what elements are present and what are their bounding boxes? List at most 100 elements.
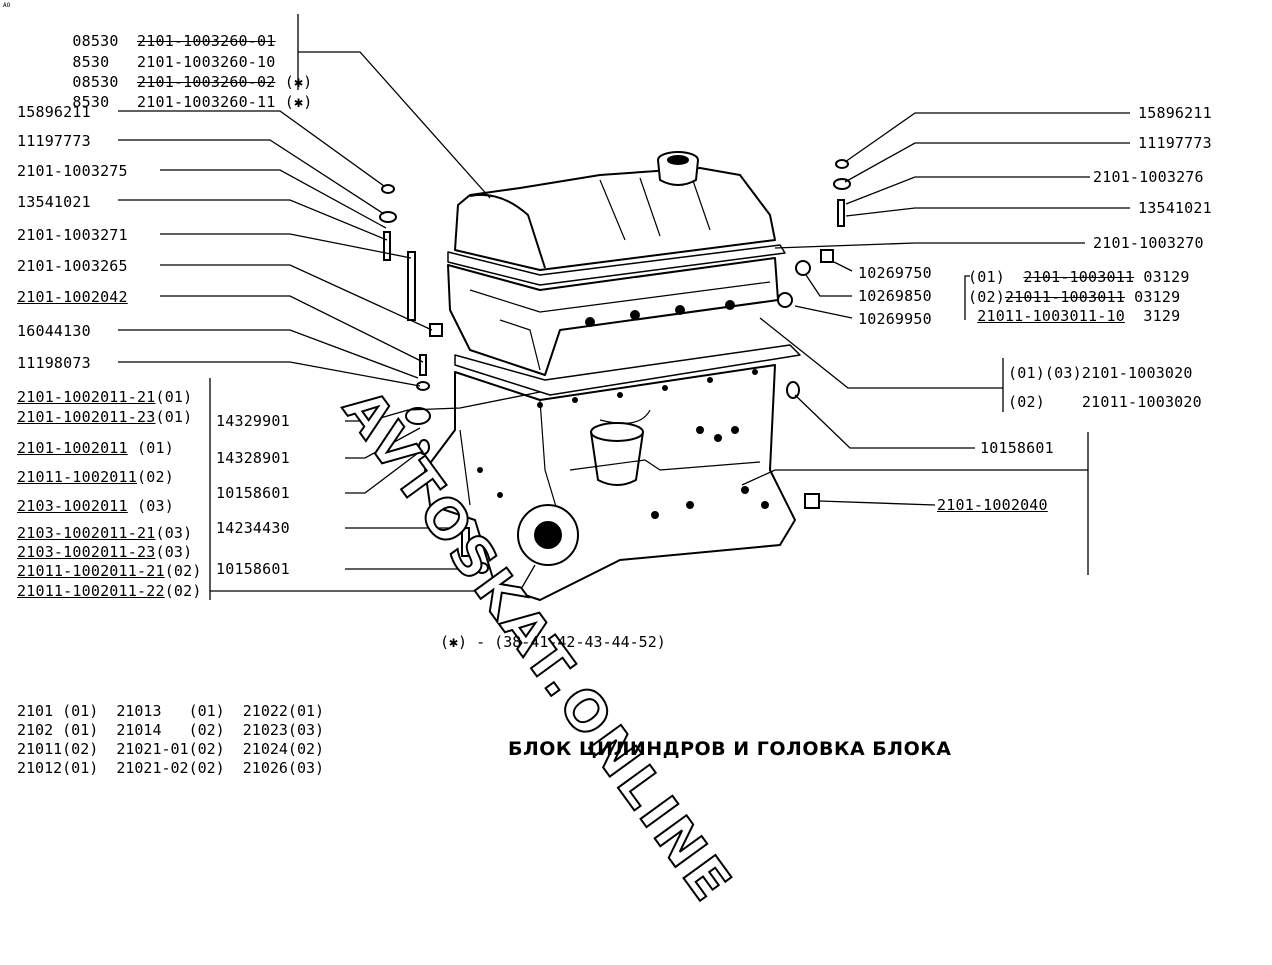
part-label-2101-1002040[interactable]: 2101-1002040: [937, 496, 1048, 514]
block-variant-row: 2101-1002011 (01): [17, 439, 174, 457]
block-variant: (01): [155, 388, 193, 406]
seal-14329901: [405, 407, 431, 425]
part-label-10158601[interactable]: 10158601: [216, 484, 290, 502]
gasket-part[interactable]: 2101-1003260-11: [137, 93, 276, 111]
head-assembly-part[interactable]: 21011-1003020: [1081, 393, 1202, 411]
part-label-13541021[interactable]: 13541021: [17, 193, 91, 211]
block-variant: (03): [155, 524, 193, 542]
block-variant-row: 2101-1002011-21(01): [17, 388, 192, 406]
part-label-11197773[interactable]: 11197773: [17, 132, 91, 150]
part-label-10158601-right[interactable]: 10158601: [980, 439, 1054, 457]
part-label-15896211[interactable]: 15896211: [17, 103, 91, 121]
block-variant: (02): [164, 562, 202, 580]
head-part[interactable]: 21011-1003011: [1004, 288, 1125, 306]
gasket-part[interactable]: 2101-1003260-01: [137, 32, 276, 50]
block-variant-row: 2103-1002011-21(03): [17, 524, 192, 542]
block-part[interactable]: 2103-1002011: [17, 497, 128, 515]
bolt-16044130: [419, 354, 427, 376]
head-suffix: 03129: [1143, 268, 1190, 286]
gasket-code: 8530: [72, 93, 110, 111]
gasket-row: 8530 2101-1003260-11 (✱): [17, 75, 312, 129]
page-title: БЛОК ЦИЛИНДРОВ И ГОЛОВКА БЛОКА: [508, 738, 952, 760]
part-label-15896211-right[interactable]: 15896211: [1138, 104, 1212, 122]
part-label-11197773-right[interactable]: 11197773: [1138, 134, 1212, 152]
crankshaft-seal-inner: [534, 521, 562, 549]
part-label-2101-1003270[interactable]: 2101-1003270: [1093, 234, 1204, 252]
head-assembly-part[interactable]: 2101-1003020: [1081, 364, 1193, 382]
gasket-part[interactable]: 2101-1003260-10: [137, 53, 276, 71]
exploded-parts: [379, 159, 851, 574]
part-label-16044130[interactable]: 16044130: [17, 322, 91, 340]
block-variant-row: 2103-1002011-23(03): [17, 543, 192, 561]
block-variant: (01): [127, 439, 174, 457]
leader-lines: [118, 14, 1130, 600]
block-part[interactable]: 21011-1002011: [17, 468, 137, 486]
head-part[interactable]: 2101-1003011: [1023, 268, 1135, 286]
block-variant-row: 21011-1002011-22(02): [17, 582, 202, 600]
block-variant-row: 21011-1002011(02): [17, 468, 174, 486]
block-part[interactable]: 21011-1002011-22: [17, 582, 165, 600]
part-label-14234430[interactable]: 14234430: [216, 519, 290, 537]
head-part[interactable]: 21011-1003011-10: [977, 307, 1125, 325]
block-variant-row: 2103-1002011 (03): [17, 497, 174, 515]
block-detail-lines: [459, 399, 761, 521]
part-label-2101-1003275[interactable]: 2101-1003275: [17, 162, 128, 180]
part-label-13541021-right[interactable]: 13541021: [1138, 199, 1212, 217]
model-cell: 21012(01): [17, 759, 99, 777]
part-label-10269850[interactable]: 10269850: [858, 287, 932, 305]
head-variant: (02): [968, 288, 1005, 306]
cap-10269850: [795, 260, 811, 276]
head-suffix: 03129: [1134, 288, 1181, 306]
long-bolt-left: [407, 251, 416, 321]
part-label-2101-1003271[interactable]: 2101-1003271: [17, 226, 128, 244]
block-part[interactable]: 2101-1002011-21: [17, 388, 156, 406]
model-cell: 21014 (02): [116, 721, 225, 739]
head-variant: (01): [968, 268, 1005, 286]
head-row: (01) 2101-1003011 03129: [968, 268, 1190, 286]
block-bolt-holes: [477, 369, 769, 519]
model-cell: 21026(03): [242, 759, 325, 777]
part-label-10269750[interactable]: 10269750: [858, 264, 932, 282]
part-label-2101-1003276[interactable]: 2101-1003276: [1093, 168, 1204, 186]
models-row: 2102 (01) 21014 (02) 21023(03): [17, 721, 324, 740]
part-label-14328901[interactable]: 14328901: [216, 449, 290, 467]
cylinder-bore-body: [590, 431, 644, 486]
part-label-2101-1002042[interactable]: 2101-1002042: [17, 288, 128, 306]
part-label-14329901[interactable]: 14329901: [216, 412, 290, 430]
gasket-part[interactable]: 2101-1003260-02: [137, 73, 276, 91]
engine-drawing: [424, 151, 801, 601]
nut-left: [381, 184, 395, 194]
block-part[interactable]: 21011-1002011-21: [17, 562, 165, 580]
plug-10158601-b: [475, 562, 489, 574]
cap-10269950: [777, 292, 793, 308]
bolt-14234430: [461, 527, 470, 557]
head-studs: [585, 300, 735, 327]
oil-filler-neck-body: [657, 159, 699, 186]
gasket-note: (✱): [284, 73, 313, 91]
part-label-2101-1003265[interactable]: 2101-1003265: [17, 257, 128, 275]
valve-cover-ridge: [469, 193, 546, 269]
bushing-left: [429, 323, 443, 337]
block-variant: (01): [155, 408, 193, 426]
model-cell: 21021-01(02): [116, 740, 225, 758]
models-row: 2101 (01) 21013 (01) 21022(01): [17, 702, 324, 721]
model-cell: 21021-02(02): [116, 759, 225, 777]
block-part[interactable]: 2101-1002011-23: [17, 408, 156, 426]
gasket-row: 08530 2101-1003260-01: [17, 14, 275, 68]
head-detail-lines: [469, 281, 771, 371]
cylinder-block: [424, 364, 796, 601]
gasket-row: 8530 2101-1003260-10: [17, 35, 276, 89]
block-part[interactable]: 2101-1002011: [17, 439, 128, 457]
model-cell: 2102 (01): [17, 721, 99, 739]
cylinder-head: [447, 257, 779, 376]
cover-gasket: [447, 244, 786, 286]
gasket-note: (✱): [284, 93, 313, 111]
part-label-10269950[interactable]: 10269950: [858, 310, 932, 328]
washer-left: [379, 211, 397, 223]
cylinder-bore: [590, 422, 644, 442]
part-label-11198073[interactable]: 11198073: [17, 354, 91, 372]
block-part[interactable]: 2103-1002011-23: [17, 543, 156, 561]
part-label-10158601-lower[interactable]: 10158601: [216, 560, 290, 578]
block-part[interactable]: 2103-1002011-21: [17, 524, 156, 542]
head-assembly-variant: (02): [1008, 393, 1045, 411]
